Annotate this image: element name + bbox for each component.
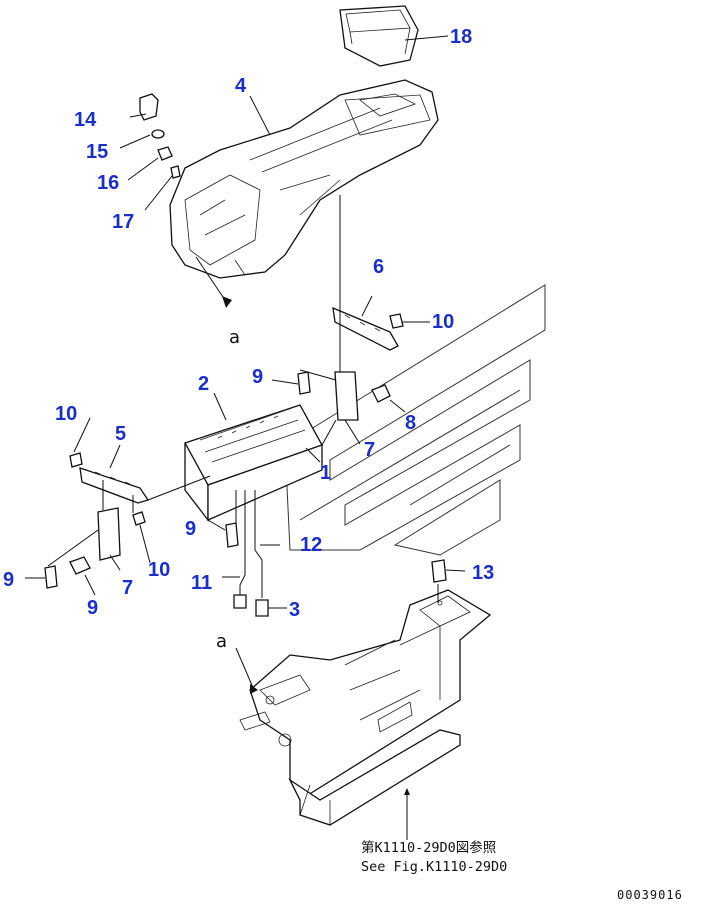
part-bolt-13 [431, 559, 447, 583]
part-bolt-9 [44, 371, 311, 589]
callout-2: 2 [198, 373, 209, 395]
ref-letter-a-top: a [229, 327, 240, 348]
part-connector-3 [255, 599, 269, 617]
part-clip-10 [69, 313, 404, 526]
callout-1: 1 [320, 462, 331, 484]
part-bolt-14 [139, 93, 159, 121]
callout-14: 14 [74, 109, 97, 131]
drawing-code: 00039016 [617, 888, 683, 902]
reference-note-en: See Fig.K1110-29D0 [361, 859, 507, 875]
leader-lines [25, 35, 466, 840]
callout-17: 17 [112, 211, 134, 233]
part-bolt-8 [371, 384, 391, 403]
part-harness-11 [233, 490, 263, 609]
ref-letter-a-bottom: a [216, 631, 227, 652]
callouts: 18 4 14 15 16 17 6 10 9 2 8 7 1 10 5 9 1… [3, 26, 494, 621]
part-bracket-5 [79, 467, 150, 504]
callout-3: 3 [289, 599, 300, 621]
callout-18: 18 [450, 26, 472, 48]
part-pin-17 [170, 165, 181, 179]
callout-11: 11 [191, 572, 212, 594]
callout-7a: 7 [364, 439, 375, 461]
part-bracket-7 [97, 371, 359, 561]
callout-8: 8 [405, 412, 416, 434]
callout-5: 5 [115, 423, 126, 445]
callout-13: 13 [472, 562, 494, 584]
callout-9d: 9 [87, 597, 98, 619]
part-switch-panel-2 [184, 404, 323, 522]
callout-9b: 9 [185, 518, 196, 540]
part-tray-18 [339, 5, 419, 67]
callout-15: 15 [86, 141, 108, 163]
part-console-cover-4 [169, 79, 439, 279]
callout-6: 6 [373, 256, 384, 278]
reference-note-jp: 第K1110-29D0図参照 [361, 839, 496, 856]
part-bracket-6 [332, 306, 399, 351]
part-frame [239, 589, 492, 826]
part-washer-15 [151, 129, 165, 139]
callout-9a: 9 [252, 366, 263, 388]
callout-10a: 10 [432, 311, 454, 333]
callout-16: 16 [97, 172, 119, 194]
callout-9c: 9 [3, 569, 14, 591]
watermark-logo [284, 284, 546, 556]
callout-4: 4 [235, 75, 247, 97]
callout-12: 12 [300, 534, 322, 556]
callout-10b: 10 [55, 403, 77, 425]
part-nut-16 [157, 146, 173, 161]
callout-7b: 7 [122, 577, 133, 599]
callout-10c: 10 [148, 559, 170, 581]
